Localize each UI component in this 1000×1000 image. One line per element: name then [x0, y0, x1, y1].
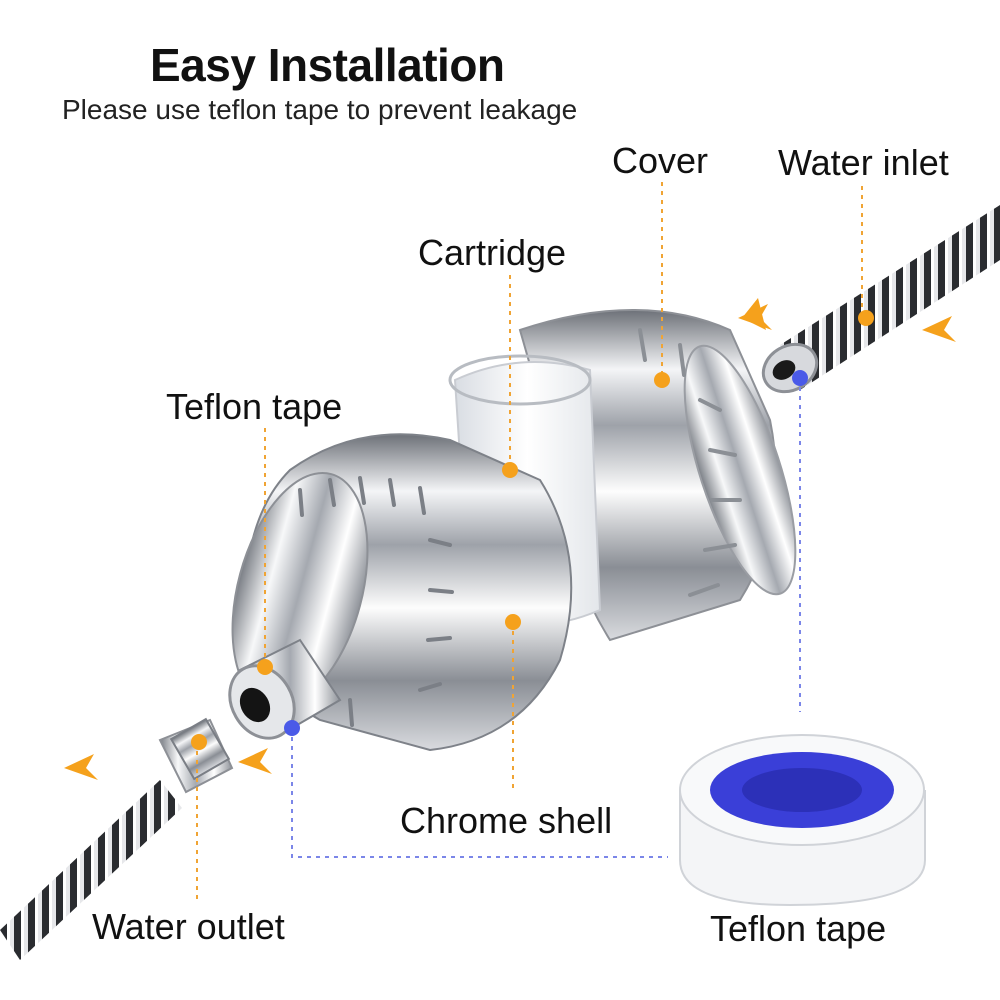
inlet-hose: [761, 205, 1000, 394]
label-teflon-tape-top: Teflon tape: [166, 386, 343, 427]
label-water-inlet: Water inlet: [778, 142, 949, 183]
label-teflon-tape-bottom: Teflon tape: [710, 908, 887, 949]
page-title: Easy Installation: [150, 39, 505, 91]
arrow-icon: [738, 304, 772, 330]
blue-markers: [284, 370, 808, 736]
label-water-outlet: Water outlet: [92, 906, 285, 947]
orange-leader-lines: [196, 182, 863, 900]
chrome-shell: [231, 433, 573, 752]
orange-markers: [191, 310, 874, 750]
teflon-tape-roll: [679, 734, 926, 907]
outlet-hose: [0, 717, 234, 960]
label-cartridge: Cartridge: [418, 232, 567, 273]
flow-arrows: [64, 298, 956, 780]
label-chrome-shell: Chrome shell: [400, 800, 613, 841]
label-cover: Cover: [612, 140, 709, 181]
arrow-icon: [922, 316, 956, 342]
arrow-icon: [238, 748, 272, 774]
page-subtitle: Please use teflon tape to prevent leakag…: [62, 94, 578, 125]
arrow-icon: [64, 754, 98, 780]
blue-leader-lines: [291, 378, 801, 858]
